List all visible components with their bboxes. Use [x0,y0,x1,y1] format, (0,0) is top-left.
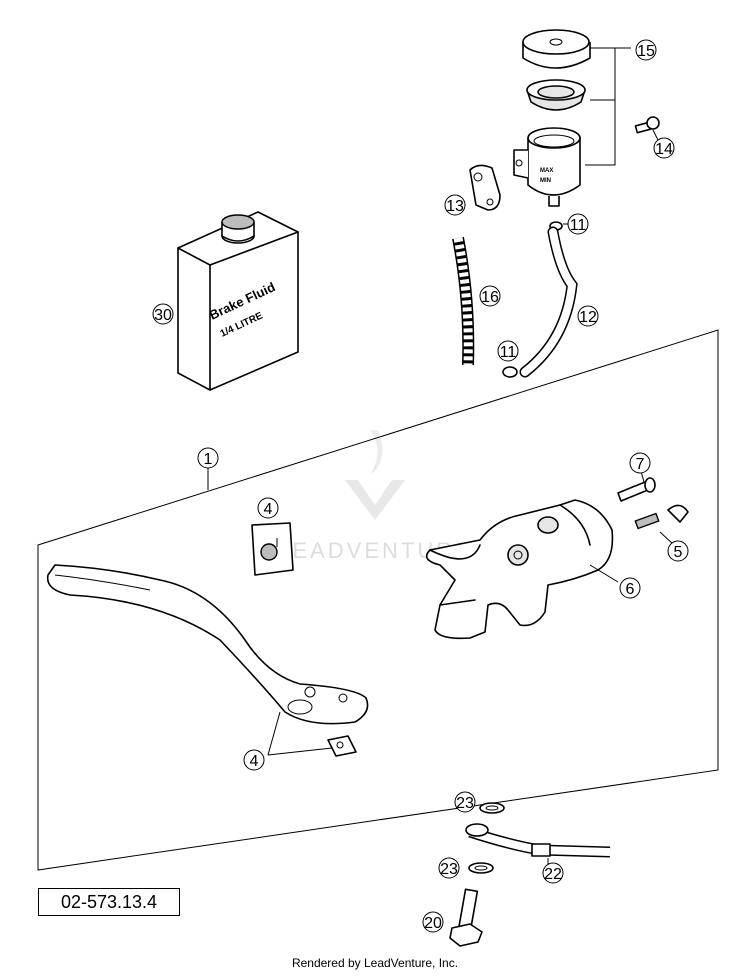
svg-text:14: 14 [655,141,673,158]
banjo-hose [465,823,611,858]
callout-16: 16 [479,285,501,307]
svg-text:20: 20 [424,915,442,932]
svg-text:4: 4 [264,501,273,518]
screw-14 [634,116,660,134]
svg-text:12: 12 [579,309,597,326]
hose-clamp-bottom [502,366,518,378]
svg-text:23: 23 [440,861,458,878]
sealing-washer-top [479,802,505,814]
lever-plate [327,735,357,757]
callout-15: 15 [635,39,657,61]
callout-23-top: 23 [454,791,476,813]
screw-7 [617,477,656,502]
callout-5: 5 [667,540,689,562]
leader-4-lower [267,711,281,756]
brake-fluid-can: Brake Fluid 1/4 LITRE [177,211,299,391]
callout-11-top: 11 [567,213,589,235]
max-mark: MAX [540,168,553,174]
svg-text:6: 6 [626,581,635,598]
reservoir-cap [522,29,591,69]
adjuster-screw [251,522,294,576]
callout-20: 20 [422,911,444,933]
callout-4-lower: 4 [243,749,265,771]
watermark-logo: LEADVENTURE [277,430,470,563]
svg-text:1: 1 [204,451,213,468]
brake-fluid-reservoir: MAX MIN [513,127,581,207]
reference-code: 02-573.13.4 [38,888,180,916]
svg-text:22: 22 [544,866,562,883]
master-cylinder-housing [425,499,614,640]
leader-15 [585,47,616,166]
callout-30: 30 [152,303,174,325]
bleeder-valve [634,504,689,530]
callout-6: 6 [619,577,641,599]
callout-4-upper: 4 [257,497,279,519]
hand-brake-lever [46,564,369,725]
callout-11-bottom: 11 [497,340,519,362]
callout-23-bottom: 23 [438,857,460,879]
svg-text:7: 7 [636,456,645,473]
sealing-washer-bottom [468,862,494,874]
callout-12: 12 [577,305,599,327]
reservoir-bracket [469,164,501,211]
svg-text:11: 11 [570,217,587,234]
svg-text:23: 23 [456,795,474,812]
svg-text:5: 5 [674,544,683,561]
callout-22: 22 [542,862,564,884]
svg-text:11: 11 [500,344,517,361]
svg-text:30: 30 [154,307,172,324]
footer-credit: Rendered by LeadVenture, Inc. [291,956,459,970]
protection-spiral [452,236,475,366]
callout-13: 13 [444,194,466,216]
svg-text:16: 16 [481,289,499,306]
banjo-bolt [449,888,483,947]
min-mark: MIN [540,178,551,184]
svg-text:4: 4 [250,753,259,770]
reservoir-diaphragm [526,79,586,111]
kit-boundary [37,329,719,871]
svg-text:15: 15 [637,43,655,60]
callout-7: 7 [629,452,651,474]
svg-text:13: 13 [446,198,464,215]
callout-1: 1 [197,447,219,469]
callout-14: 14 [653,137,675,159]
